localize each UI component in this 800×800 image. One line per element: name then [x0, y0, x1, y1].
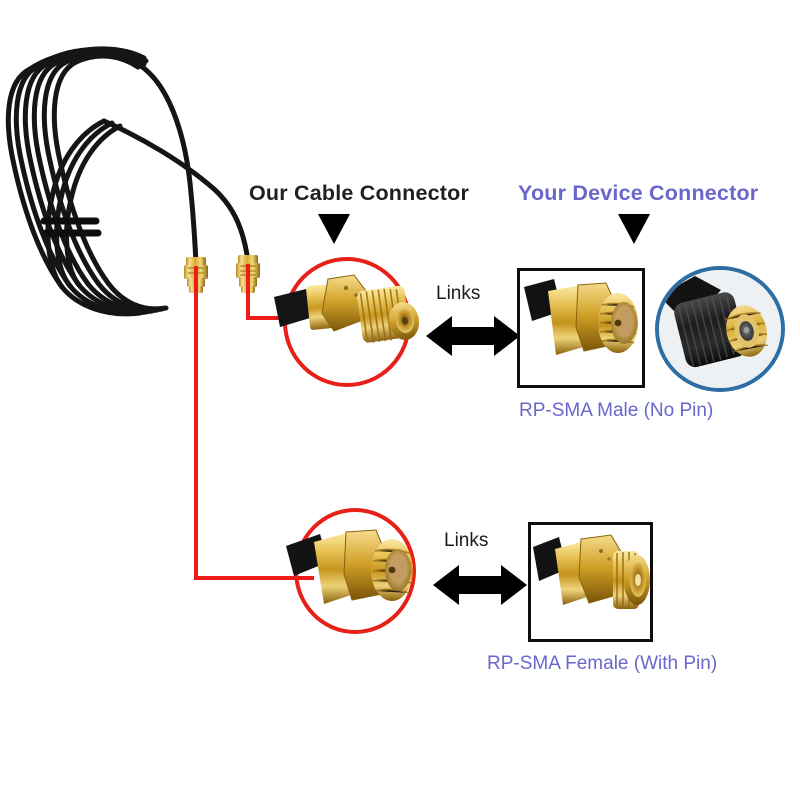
leader-line-left-horizontal	[194, 576, 314, 580]
caption-rp-sma-female: RP-SMA Female (With Pin)	[487, 653, 718, 674]
heading-your-device-connector: Your Device Connector	[518, 181, 759, 205]
leader-line-right-vertical	[246, 264, 250, 320]
triangle-down-icon-yours	[618, 214, 650, 244]
photo-rp-sma-male-no-pin	[520, 271, 642, 385]
links-label-top: Links	[436, 283, 481, 304]
triangle-down-icon-ours	[318, 214, 350, 244]
leader-line-left-vertical	[194, 266, 198, 580]
photo-box-rp-sma-male	[517, 268, 645, 388]
caption-rp-sma-male: RP-SMA Male (No Pin)	[519, 400, 714, 421]
cable-coil-photo	[0, 25, 275, 325]
links-label-bottom: Links	[444, 530, 489, 551]
photo-black-knurled-rp-sma-port	[659, 270, 781, 388]
photo-circled-sma-female-bulkhead	[274, 274, 420, 343]
photo-box-rp-sma-female	[528, 522, 653, 642]
double-headed-arrow-icon-bottom	[433, 565, 527, 605]
heading-our-cable-connector: Our Cable Connector	[249, 181, 470, 205]
photo-rp-sma-female-with-pin	[531, 525, 650, 639]
photo-device-antenna-base	[655, 266, 785, 392]
photo-circled-sma-male	[286, 529, 413, 604]
leader-line-right-horizontal	[246, 316, 304, 320]
cable-coil-illustration	[5, 46, 260, 317]
double-headed-arrow-icon-top	[426, 316, 520, 356]
